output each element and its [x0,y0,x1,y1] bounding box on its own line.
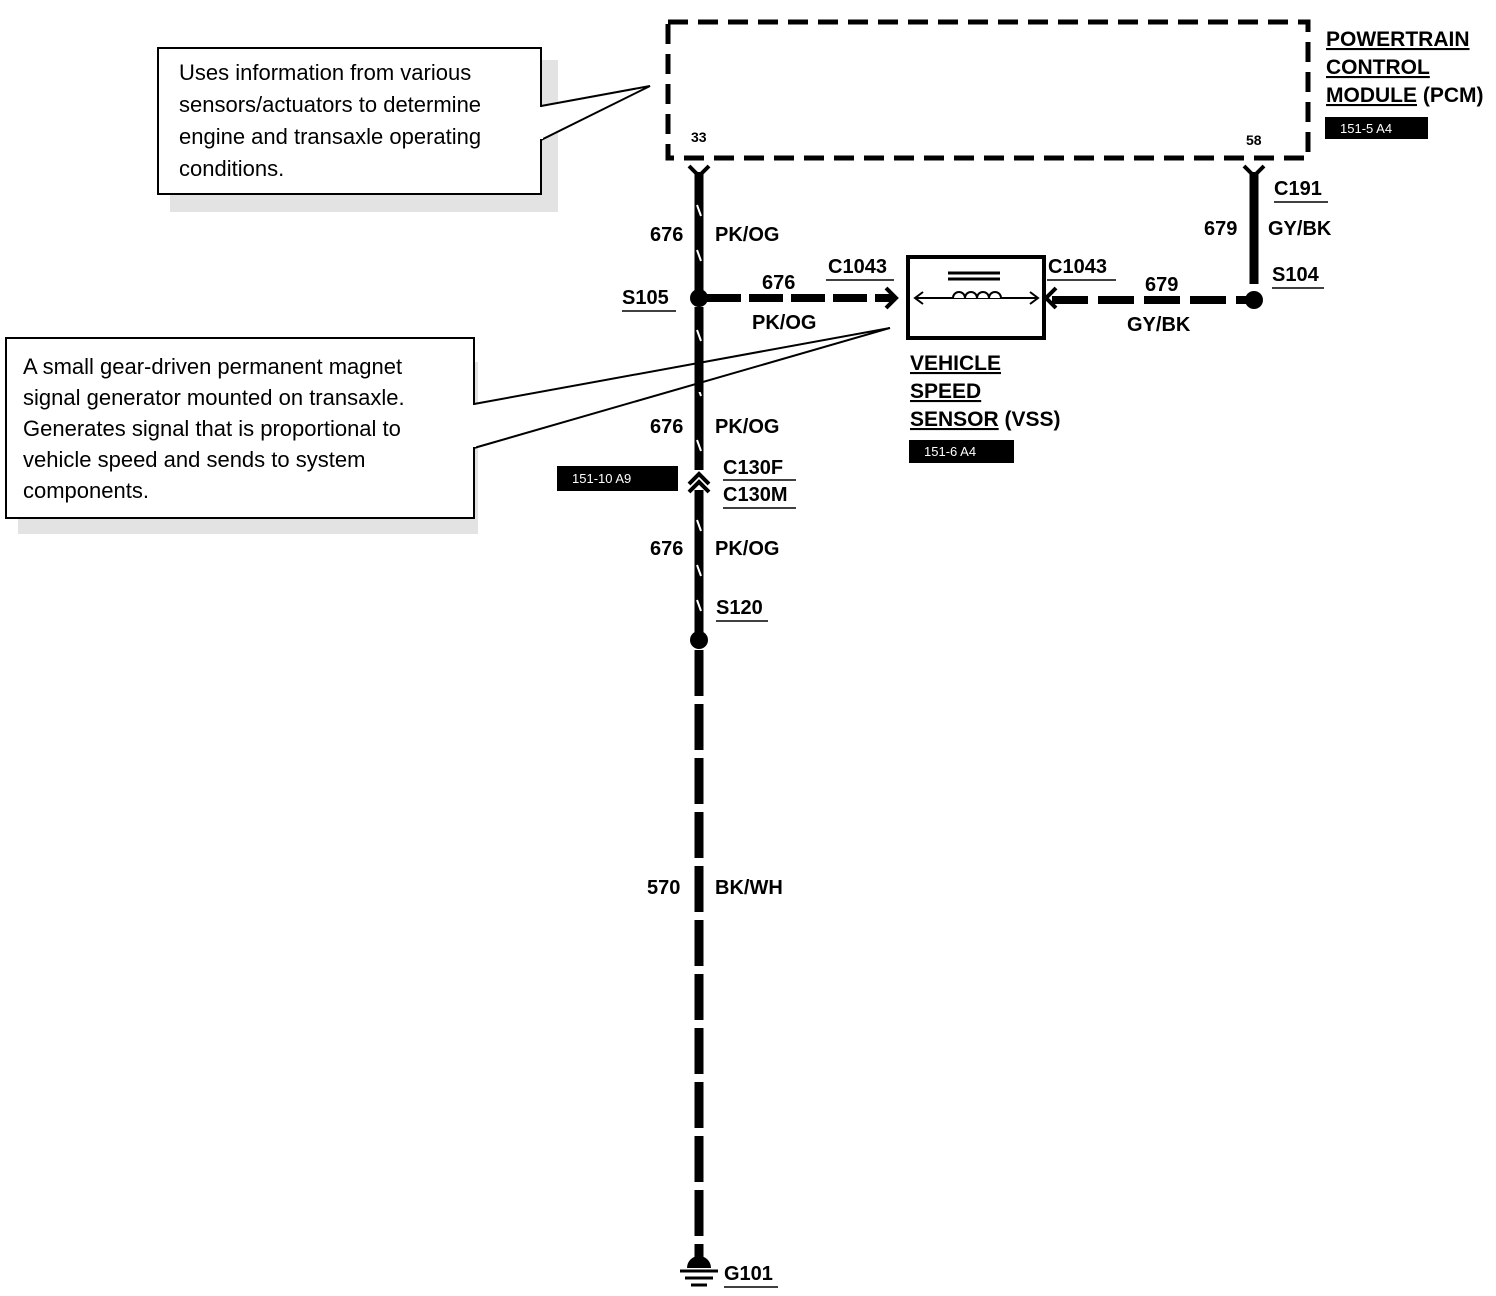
vss-ref-label: 151-6 A4 [924,444,976,459]
pcm-note-line2: sensors/actuators to determine [179,92,481,117]
pcm-ref-label: 151-5 A4 [1340,121,1392,136]
wire-676-lower-circuit: 676 [650,538,683,560]
pcm-pin-58: 58 [1246,132,1262,148]
c1043-left-connector [884,286,899,310]
splice-s104-label: S104 [1272,264,1320,286]
wire-570-circuit: 570 [647,877,680,899]
wire-676-top-color: PK/OG [715,224,779,246]
vss-note-line5: components. [23,478,149,503]
vss-note-box [5,337,475,519]
vss-title-line2: SPEED [910,380,981,403]
splice-s105-label: S105 [622,287,669,309]
wire-570-color: BK/WH [715,877,783,899]
wire-676-top-circuit: 676 [650,224,683,246]
splice-s120-label: S120 [716,597,763,619]
vss-note-line3: Generates signal that is proportional to [23,416,401,441]
splice-s120 [690,631,708,649]
pcm-ref-box [1325,117,1428,139]
wire-679-horizontal-circuit: 679 [1145,274,1178,296]
splice-s105 [690,289,708,307]
c1043-right-label: C1043 [1048,256,1107,278]
wire-676-middle-circuit: 676 [650,416,683,438]
pcm-pin-33: 33 [691,129,707,145]
wire-676-horizontal-circuit: 676 [762,272,795,294]
vss-title-line3: SENSOR (VSS) [910,408,1061,431]
c130-ref-label: 151-10 A9 [572,471,631,486]
vss-note-line1: A small gear-driven permanent magnet [23,354,402,379]
vss-note-line4: vehicle speed and sends to system [23,447,365,472]
c191-label: C191 [1274,178,1322,200]
ground-icon [680,1256,718,1287]
wire-676-middle-color: PK/OG [715,416,779,438]
pcm-title-line1: POWERTRAIN [1326,28,1470,51]
c130f-label: C130F [723,457,783,479]
splice-s104 [1245,291,1263,309]
pcm-note-line1: Uses information from various [179,60,471,85]
wire-679-horizontal-color: GY/BK [1127,314,1191,336]
pcm-note-line3: engine and transaxle operating [179,124,481,149]
vss-note-line2: signal generator mounted on transaxle. [23,385,405,410]
vss-coil-icon [913,271,1040,305]
pcm-connector-c33 [687,164,701,178]
wire-676-horizontal-color: PK/OG [752,312,816,334]
c130m-label: C130M [723,484,787,506]
vss-title-line1: VEHICLE [910,352,1001,375]
pcm-title-line2: CONTROL [1326,56,1430,79]
pcm-title-line3: MODULE (PCM) [1326,84,1484,107]
wire-676-lower-color: PK/OG [715,538,779,560]
wire-679-vertical-color: GY/BK [1268,218,1332,240]
c1043-right-connector [1043,286,1058,310]
wire-679-vertical-circuit: 679 [1204,218,1237,240]
ground-g101-label: G101 [724,1263,773,1285]
c130-ref-box [557,466,678,491]
c191-connector [1242,164,1256,178]
pcm-module-outline [665,19,1311,161]
pcm-note-line4: conditions. [179,156,284,181]
c130-connector [687,471,711,486]
vss-ref-box [909,440,1014,463]
c1043-left-label: C1043 [828,256,887,278]
